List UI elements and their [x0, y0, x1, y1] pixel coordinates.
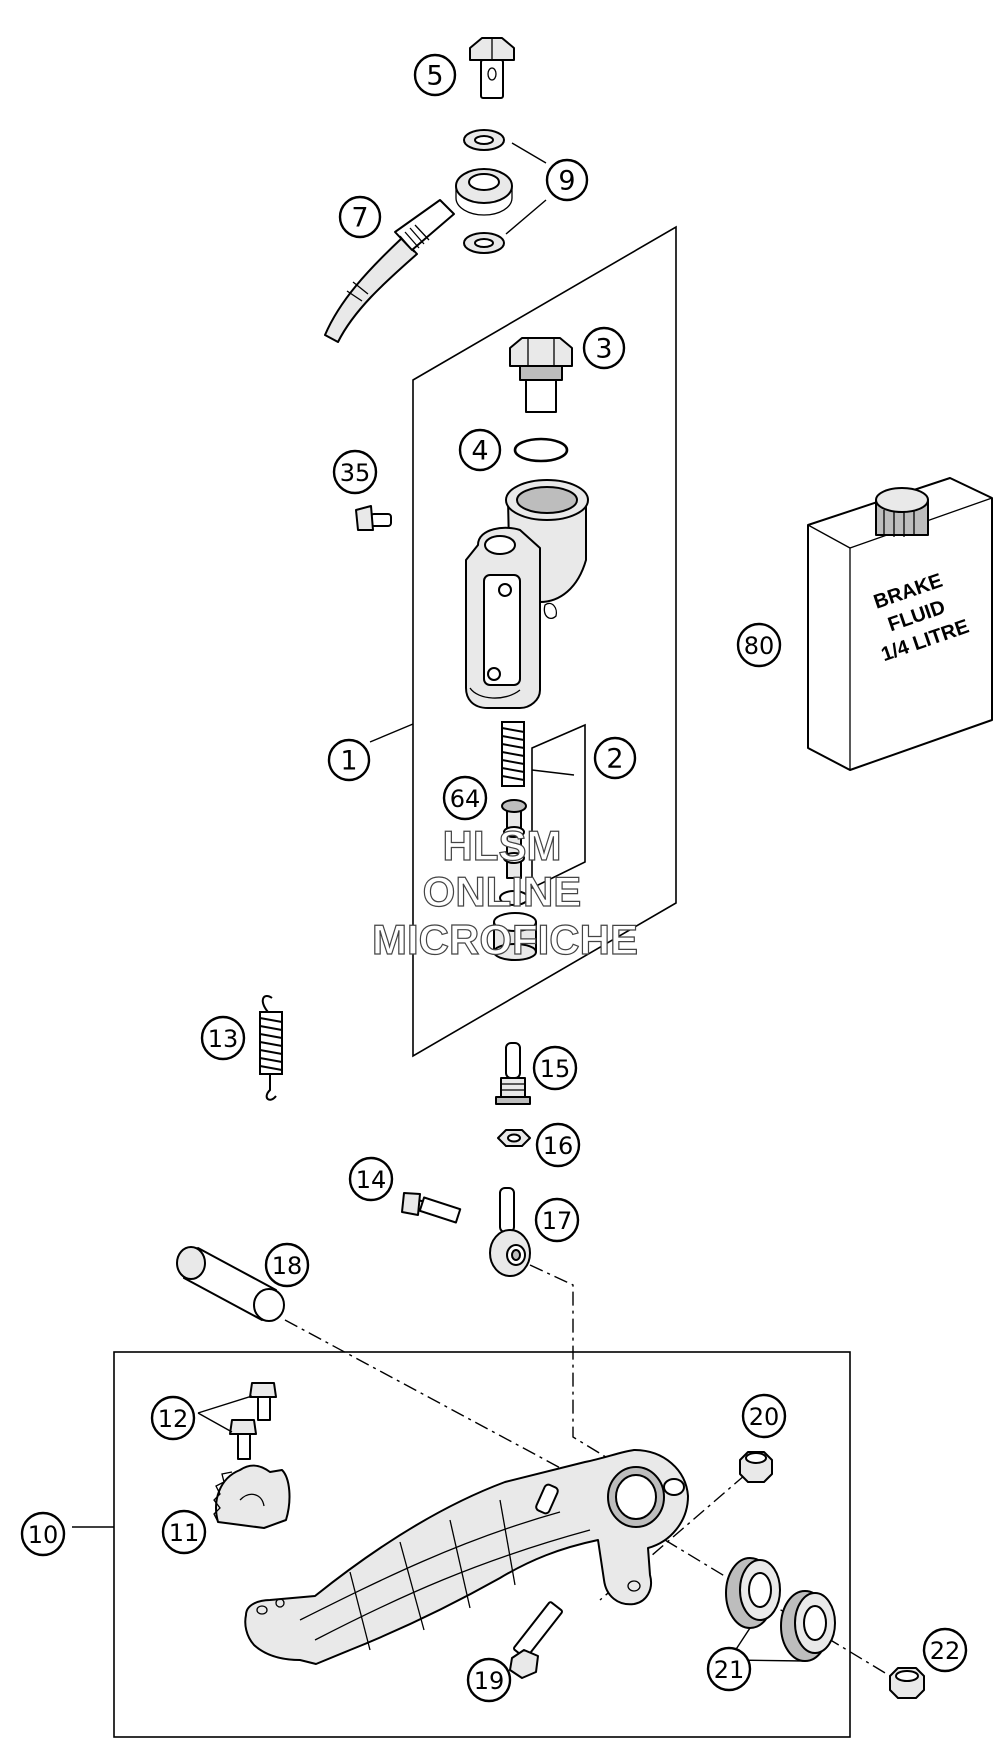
svg-text:80: 80: [744, 632, 775, 660]
footrest-tip-part: [213, 1464, 291, 1529]
svg-text:9: 9: [558, 166, 575, 197]
brake-hose-part: [324, 168, 513, 343]
brake-pedal-group-frame: [113, 1351, 851, 1738]
brake-pedal-part: [244, 1449, 689, 1665]
callout-35: 35: [332, 449, 378, 495]
svg-text:20: 20: [749, 1403, 780, 1431]
bolt-part-14: [401, 1192, 462, 1224]
nut-part-16: [497, 1129, 531, 1147]
svg-text:11: 11: [169, 1519, 200, 1547]
callout-5: 5: [413, 53, 457, 97]
callout-1: 1: [327, 738, 371, 782]
pivot-bolt-part: [176, 1246, 285, 1322]
svg-text:19: 19: [474, 1667, 505, 1695]
callout-19: 19: [466, 1657, 512, 1703]
callout-2: 2: [593, 736, 637, 780]
callout-14: 14: [348, 1156, 394, 1202]
nut-part-20: [739, 1451, 773, 1483]
svg-text:35: 35: [340, 459, 371, 487]
callout-4: 4: [458, 428, 502, 472]
svg-text:1: 1: [340, 746, 357, 777]
callout-9: 9: [545, 158, 589, 202]
screw-part-12-upper: [249, 1382, 277, 1421]
assembly-line-nut: [599, 1474, 746, 1601]
callout-15: 15: [532, 1045, 578, 1091]
bearing-part-upper: [725, 1557, 781, 1629]
svg-text:64: 64: [450, 785, 481, 813]
callout-10: 10: [20, 1511, 66, 1557]
watermark-line-1: HLSM: [443, 822, 562, 869]
callout-17: 17: [534, 1197, 580, 1243]
pushrod-part: [495, 1042, 531, 1105]
return-spring-part: [501, 721, 525, 787]
svg-text:14: 14: [356, 1166, 387, 1194]
callout-12: 12: [150, 1395, 196, 1441]
svg-text:12: 12: [158, 1405, 189, 1433]
pedal-return-spring-part: [259, 994, 283, 1101]
screw-part-35: [355, 505, 392, 531]
svg-text:3: 3: [595, 334, 612, 365]
o-ring-part: [513, 437, 569, 463]
piston-part: [499, 799, 529, 906]
clevis-part: [489, 1187, 531, 1277]
bearing-part-lower: [780, 1590, 836, 1662]
callout-7: 7: [338, 195, 382, 239]
callout-13: 13: [200, 1015, 246, 1061]
nut-part-22: [889, 1667, 925, 1699]
watermark-line-3: MICROFICHE: [372, 916, 638, 963]
svg-text:21: 21: [714, 1656, 745, 1684]
callout-64: 64: [442, 775, 488, 821]
svg-text:15: 15: [540, 1055, 571, 1083]
svg-text:18: 18: [272, 1252, 303, 1280]
sealing-washer-upper: [463, 129, 505, 151]
callout-16: 16: [535, 1122, 581, 1168]
svg-text:17: 17: [542, 1207, 573, 1235]
piston-boot-part: [493, 912, 537, 961]
master-cylinder-body-part: [465, 479, 589, 709]
screw-part-12-lower: [229, 1419, 257, 1460]
piston-kit-subframe: [531, 723, 586, 890]
callout-3: 3: [582, 326, 626, 370]
sealing-washer-lower: [463, 232, 505, 254]
callout-21: 21: [706, 1646, 752, 1692]
watermark: HLSM ONLINE MICROFICHE: [371, 821, 638, 963]
svg-text:10: 10: [28, 1521, 59, 1549]
svg-text:4: 4: [471, 436, 488, 467]
callout-11: 11: [161, 1509, 207, 1555]
reservoir-connector-part: [509, 337, 573, 413]
svg-text:22: 22: [930, 1637, 961, 1665]
bolt-part-19: [509, 1601, 563, 1679]
svg-text:16: 16: [543, 1132, 574, 1160]
callout-18: 18: [264, 1242, 310, 1288]
svg-text:5: 5: [426, 61, 443, 92]
callout-80: 80: [736, 622, 782, 668]
master-cylinder-group-frame: [412, 225, 677, 1058]
callout-20: 20: [741, 1393, 787, 1439]
brake-fluid-can-part: BRAKE FLUID 1/4 LITRE: [807, 477, 993, 771]
callout-22: 22: [922, 1627, 968, 1673]
svg-text:13: 13: [208, 1025, 239, 1053]
svg-text:2: 2: [606, 744, 623, 775]
watermark-line-2: ONLINE: [423, 868, 582, 915]
banjo-bolt-part: [469, 37, 515, 99]
svg-text:7: 7: [351, 203, 368, 234]
